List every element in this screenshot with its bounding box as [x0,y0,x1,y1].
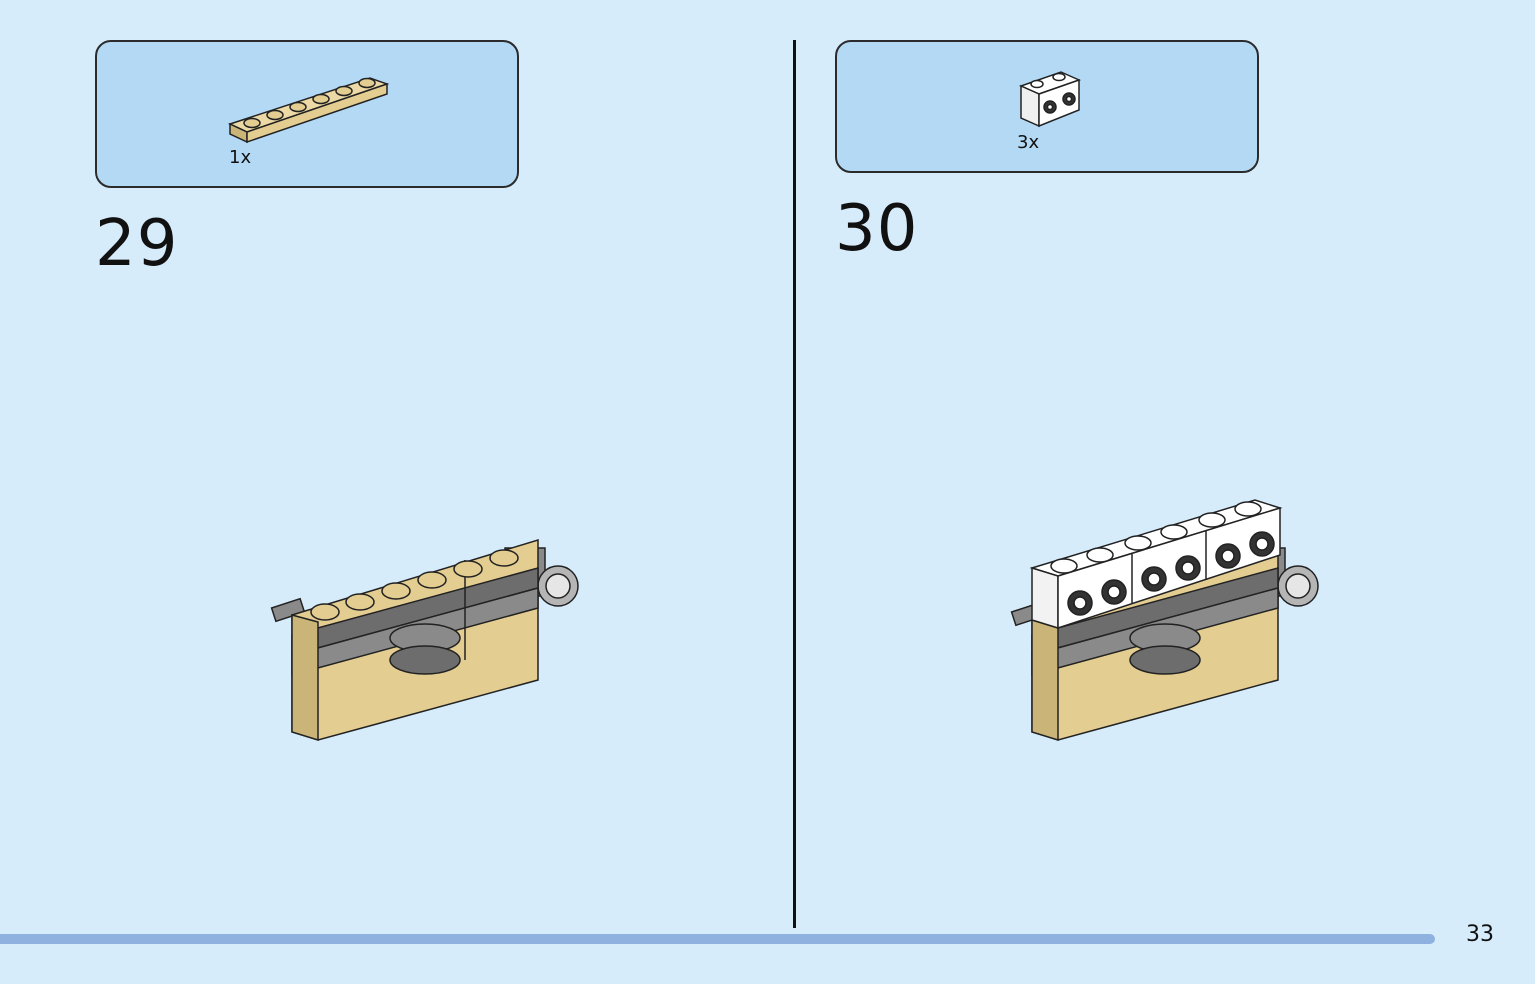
page-number: 33 [1466,922,1494,947]
step-number: 29 [95,207,179,281]
part-quantity: 3x [1017,132,1040,153]
tan-plate-1x6-icon [227,77,390,144]
progress-bar [0,934,1435,944]
page-divider [793,40,796,928]
model-step-30 [1010,499,1319,742]
step-number: 30 [835,192,919,266]
white-brick-studs-side-icon [1018,71,1082,128]
part-quantity: 1x [229,147,252,168]
model-step-29 [270,538,579,742]
parts-callout-step-29: 1x [95,40,519,188]
parts-callout-step-30: 3x [835,40,1259,173]
